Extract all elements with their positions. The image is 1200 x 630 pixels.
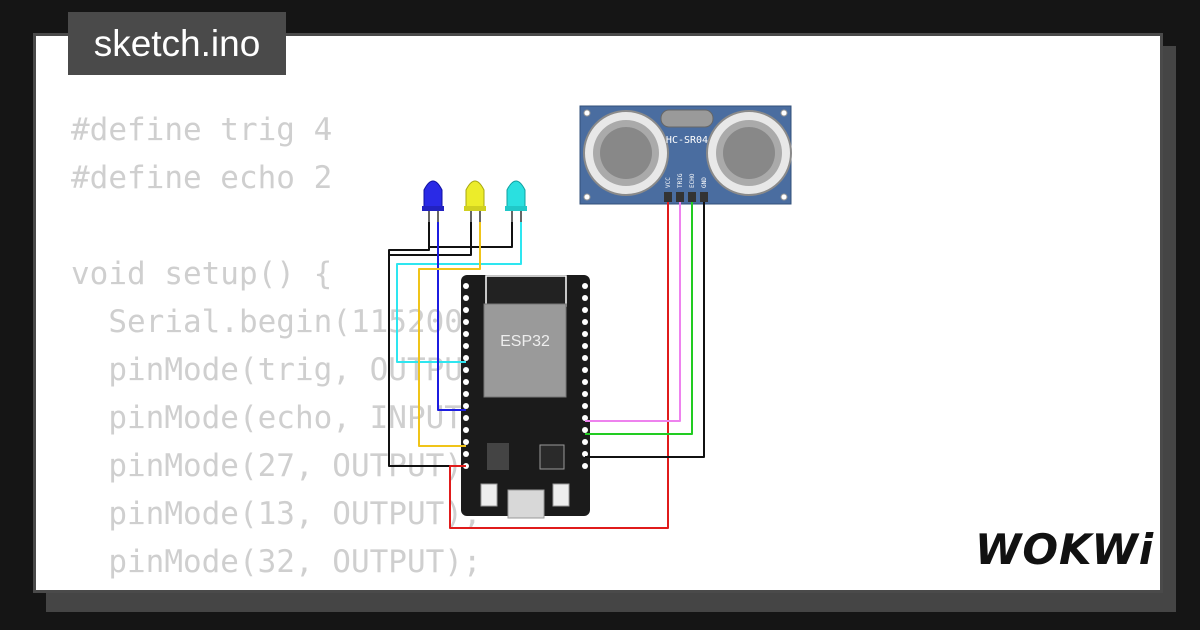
wokwi-logo: WOKWi [975, 525, 1155, 574]
sensor-pin-label: ECHO [689, 173, 696, 188]
code-line: pinMode(32, OUTPUT); [71, 544, 482, 580]
wire-black-led-common [389, 222, 472, 256]
wire-red [449, 202, 669, 529]
board-label: ESP32 [500, 333, 550, 350]
wire-black-led-ground [388, 222, 466, 467]
sensor-label: HC-SR04 [666, 135, 708, 146]
code-line: Serial.begin(115200); [71, 304, 501, 340]
code-line: pinMode(13, OUTPUT); [71, 496, 482, 532]
ultrasonic-sensor[interactable]: HC-SR04 VCC TRIG ECHO GND [579, 105, 792, 205]
wire-yellow [418, 222, 481, 447]
wire-black-led-common [429, 222, 513, 248]
transducer-right [706, 110, 792, 196]
code-line: #define trig 4 [71, 112, 333, 148]
code-line: void setup() { [71, 256, 333, 292]
wire-blue [437, 222, 466, 411]
file-tab-label: sketch.ino [93, 22, 261, 64]
wire-green [585, 202, 693, 435]
esp32-board[interactable]: ESP32 [461, 275, 590, 519]
led-yellow[interactable] [464, 180, 486, 222]
code-line: #define echo 2 [71, 160, 333, 196]
code-line: pinMode(27, OUTPUT); [71, 448, 482, 484]
sensor-pin-label: VCC [665, 177, 672, 188]
led-blue[interactable] [422, 180, 444, 222]
sensor-pin-label: TRIG [677, 173, 684, 188]
transducer-left [583, 110, 669, 196]
wire-pink [585, 202, 681, 422]
sensor-pin-label: GND [701, 177, 708, 188]
led-cyan[interactable] [505, 180, 527, 222]
file-tab[interactable]: sketch.ino [68, 12, 286, 75]
wire-black-gnd [585, 202, 705, 458]
